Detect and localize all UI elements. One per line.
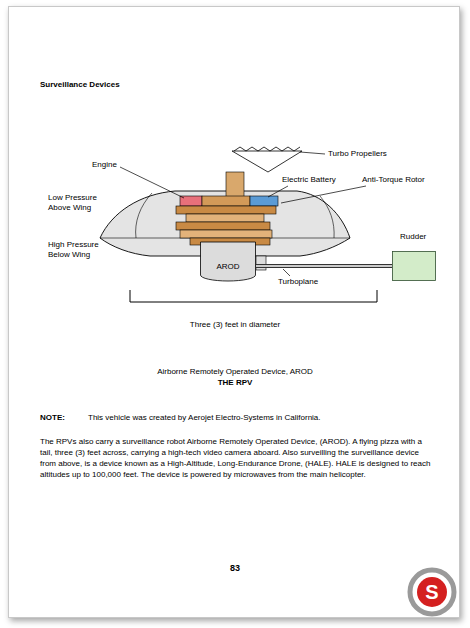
watermark-logo-part bbox=[410, 570, 454, 614]
dimension-label: Three (3) feet in diameter bbox=[0, 320, 470, 330]
node-label: Rudder bbox=[400, 232, 426, 242]
engine-stack-part bbox=[180, 230, 272, 238]
rudder-fill bbox=[393, 252, 436, 281]
body-paragraph: The RPVs also carry a surveillance robot… bbox=[40, 436, 432, 480]
pressure-label: High Pressure Below Wing bbox=[48, 240, 110, 260]
engine-stack-part bbox=[250, 196, 278, 206]
wing-part bbox=[136, 193, 152, 238]
rod-highlight bbox=[256, 265, 392, 267]
turbo-propeller-part bbox=[232, 151, 302, 172]
note-text: This vehicle was created by Aerojet Elec… bbox=[88, 413, 321, 423]
engine-stack-part bbox=[176, 206, 276, 214]
wing-part bbox=[320, 196, 334, 238]
node-label: AROD bbox=[200, 262, 256, 272]
rudder-box: Rudder bbox=[392, 251, 436, 281]
figure-subtitle: THE RPV bbox=[0, 378, 470, 388]
leader-lines-part bbox=[120, 167, 184, 198]
turboplane-rod bbox=[256, 264, 392, 268]
engine-stack-part bbox=[202, 196, 250, 206]
note-heading: NOTE: bbox=[40, 413, 65, 423]
watermark-letter: S bbox=[422, 580, 442, 604]
turbo-propeller-part bbox=[234, 147, 300, 151]
cylinder-body bbox=[201, 242, 256, 281]
page-heading: Surveillance Devices bbox=[40, 80, 120, 90]
leader-lines-part bbox=[268, 186, 288, 197]
watermark-logo bbox=[410, 570, 454, 614]
engine-stack-part bbox=[176, 222, 270, 230]
turbo-propeller bbox=[232, 147, 302, 172]
part-label: Turboplane bbox=[278, 277, 318, 287]
part-label: Engine bbox=[92, 160, 117, 170]
leader-lines-part bbox=[300, 152, 325, 154]
page-card bbox=[8, 6, 460, 618]
part-label: Anti-Torque Rotor bbox=[362, 175, 425, 185]
rudder-box-outline bbox=[392, 251, 436, 281]
leader-lines-part bbox=[281, 186, 366, 203]
engine-stack-part bbox=[186, 214, 264, 222]
page-number: 83 bbox=[0, 563, 470, 573]
part-label: Electric Battery bbox=[282, 175, 336, 185]
figure-caption: Airborne Remotely Operated Device, AROD bbox=[0, 367, 470, 377]
leader-lines-part bbox=[283, 269, 290, 276]
watermark-logo-part bbox=[417, 577, 447, 607]
arod-cylinder-outline bbox=[200, 240, 256, 282]
arod-cylinder: AROD bbox=[200, 240, 256, 282]
engine-stack-part bbox=[226, 172, 244, 198]
part-label: Turbo Propellers bbox=[328, 149, 387, 159]
pressure-label: Low Pressure Above Wing bbox=[48, 193, 110, 213]
dimension-bracket bbox=[130, 290, 377, 302]
